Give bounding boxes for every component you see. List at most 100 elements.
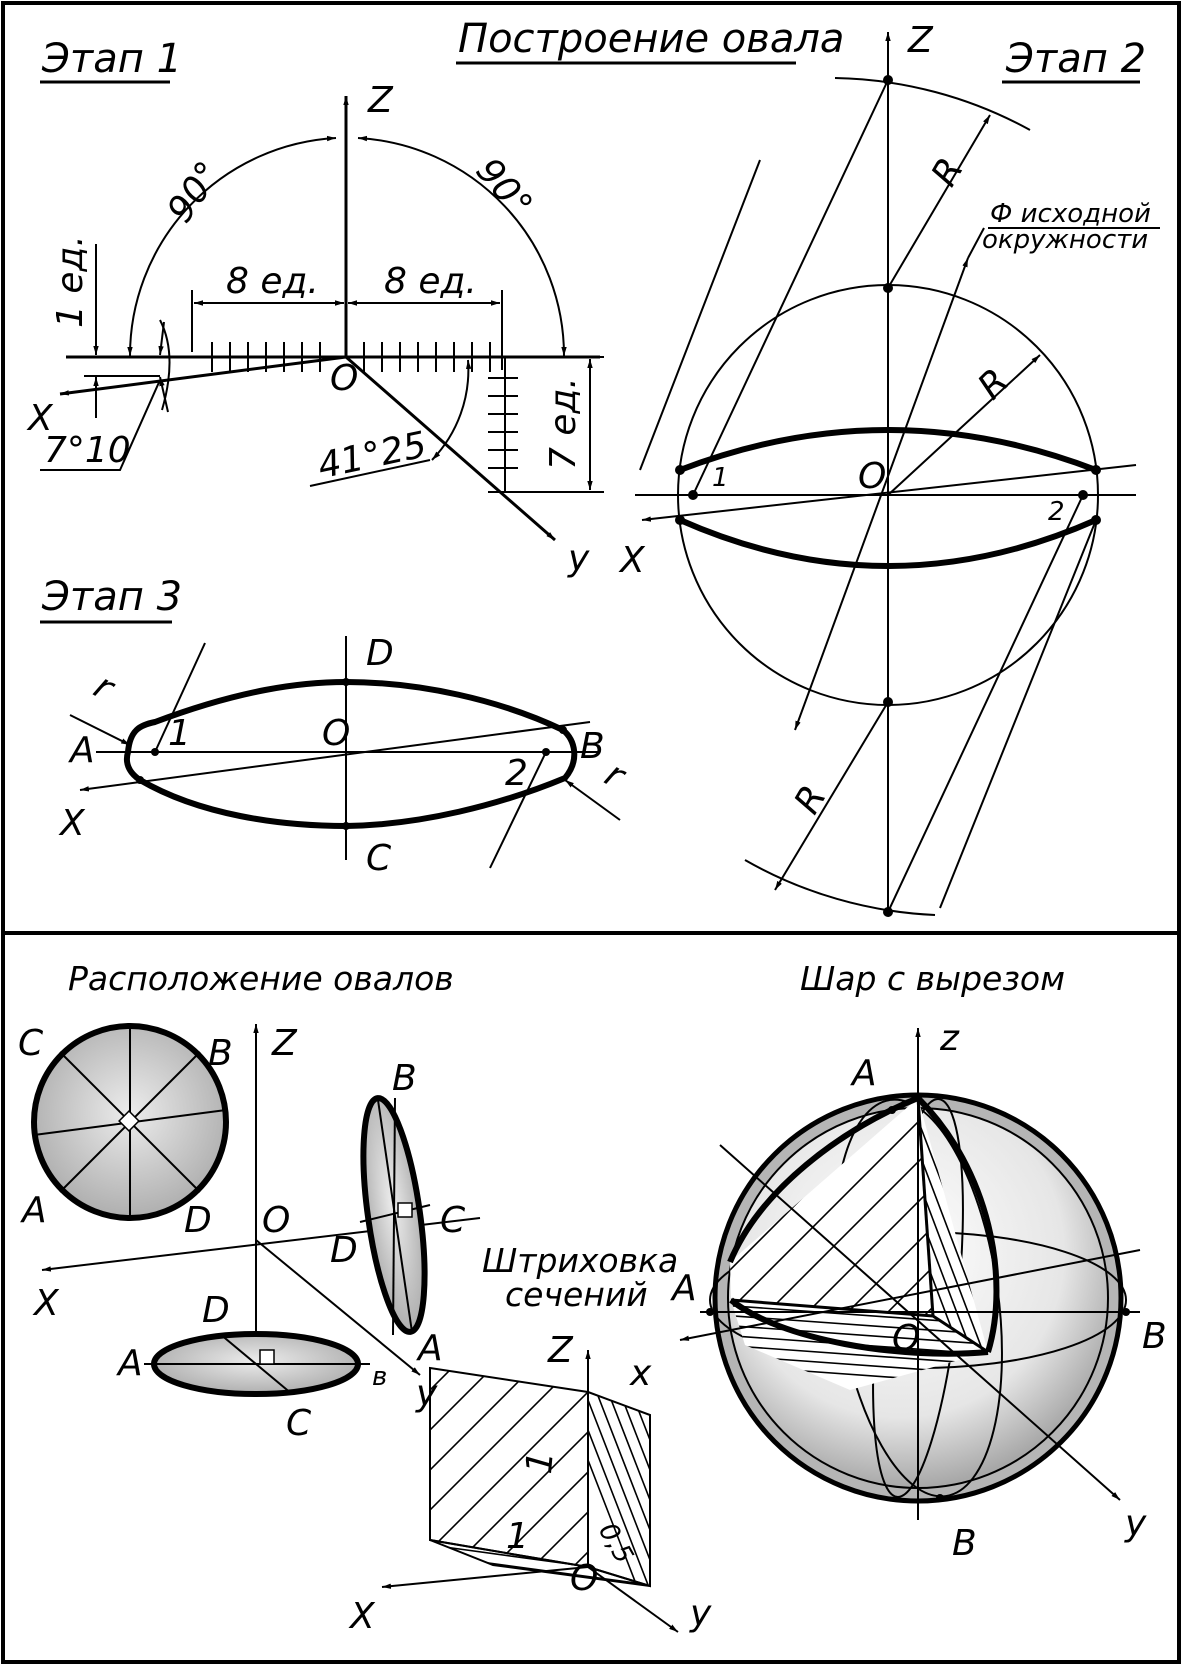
layout-front-right-angle-mark: [118, 1110, 140, 1132]
sphere-z-label: z: [939, 1018, 960, 1059]
stage-3-r-left-label: r: [87, 666, 122, 710]
layout-z-label: Z: [271, 1023, 298, 1064]
stage-2-note-leader: [967, 227, 985, 259]
layout-front-a: A: [20, 1190, 47, 1231]
stage-2-r-mid: R: [970, 361, 1017, 408]
sphere-y-axis: [719, 1144, 1121, 1501]
stage-1-small-angle-label: 7°10: [44, 430, 131, 471]
stage-2-title: Этап 2: [1005, 36, 1146, 82]
stage-1-large-angle-label: 41°25: [314, 424, 430, 487]
stage-3-x-axis: [79, 721, 591, 792]
layout-front-d: D: [184, 1200, 212, 1241]
hatching-x-axis: [381, 1566, 589, 1589]
stage-1-large-angle-arc: [431, 359, 472, 461]
stage-2-point-2-label: 2: [1048, 497, 1065, 527]
layout-floor-a: A: [116, 1343, 143, 1384]
hatching-dim-05: 0,5: [592, 1518, 639, 1569]
sphere-cut-seam-2: [916, 1097, 935, 1317]
layout-floor-d: D: [202, 1290, 230, 1331]
layout-side-d: D: [330, 1230, 358, 1271]
hatching-x-label: X: [348, 1596, 376, 1637]
stage-3-d-label: D: [366, 633, 394, 674]
layout-side-c: C: [440, 1200, 466, 1241]
stage-3-r-arrow-right: [564, 779, 621, 821]
stage-3-point-b-top: [559, 726, 567, 734]
stage-2-z-label: Z: [907, 20, 934, 61]
stage-2-radius-mid: [887, 354, 1041, 496]
sphere-x-label: x: [629, 1353, 652, 1394]
layout-floor-b: в: [372, 1362, 387, 1392]
sphere-point-b-bottom: [936, 1494, 944, 1502]
stage-3-title: Этап 3: [41, 574, 182, 620]
stage-2-point-left-bottom: [675, 515, 685, 525]
layout-front-c: C: [18, 1023, 44, 1064]
layout-origin: O: [262, 1200, 290, 1241]
stage-2-arc-bottom: [744, 859, 936, 916]
stage-3-x-label: X: [58, 803, 86, 844]
stage-1-angle-arc-right: [357, 135, 567, 357]
stage-1-x-label: X: [26, 398, 54, 439]
stage-1-x-axis: [59, 355, 347, 396]
stage-1-dim-right-label: 8 ед.: [384, 261, 477, 302]
layout-floor-right-angle-mark: [259, 1349, 275, 1365]
stage-2-note-line-2: окружности: [982, 225, 1148, 255]
sphere-cut-edge-right: [915, 1095, 1000, 1353]
sphere-point-a-top: [888, 1106, 896, 1114]
hatching-z-label: Z: [547, 1330, 574, 1371]
stage-3-a-label: A: [68, 730, 95, 771]
layout-floor-c: C: [286, 1403, 312, 1444]
hatching-dim-1-horiz: 1: [506, 1516, 529, 1557]
hatching-dim-1-vert: 1: [519, 1449, 562, 1475]
layout-side-a: A: [416, 1328, 443, 1369]
stage-2-construct-2: [887, 494, 1084, 913]
stage-2: Этап 2 Z X O 1 2 R R: [618, 20, 1160, 917]
stage-3-oval: [123, 678, 578, 830]
hatching-bottom-face: [429, 1539, 651, 1587]
layout-side-oval-lines: [359, 1097, 431, 1336]
stage-1-large-angle-leader: [309, 459, 431, 487]
layout-x-label: X: [32, 1283, 60, 1324]
stage-2-x-label: X: [618, 540, 646, 581]
sphere-a-top: A: [850, 1053, 877, 1094]
stage-1-unit-label: 1 ед.: [50, 235, 91, 328]
sphere-b-right: B: [1142, 1316, 1167, 1357]
stage-3-point-d: [342, 678, 350, 686]
sphere-y-label: y: [1124, 1503, 1147, 1544]
hatching-origin: O: [570, 1558, 598, 1599]
stage-3-line-2: [489, 751, 547, 869]
cut-sphere: Шар с вырезом: [629, 959, 1167, 1564]
layout-floor-oval-lines: [144, 1333, 370, 1395]
layout-side-b: B: [392, 1058, 417, 1099]
stage-2-point-right-top: [1091, 465, 1101, 475]
sphere-point-a-left: [706, 1308, 714, 1316]
main-title: Построение овала: [458, 16, 844, 62]
sphere-cut-left-face: [730, 1098, 933, 1316]
layout-y-label: y: [415, 1373, 438, 1414]
stage-2-construct-3: [939, 519, 1097, 909]
layout-front-b: B: [208, 1033, 233, 1074]
stage-2-radius-bottom: [774, 701, 889, 891]
sphere-cut-seam-3: [932, 1314, 989, 1354]
stage-3-c-label: C: [366, 838, 392, 879]
stage-1-small-angle-arrow-1: [158, 321, 165, 356]
stage-2-point-left-top: [675, 465, 685, 475]
stage-1-small-angle-leader: [40, 379, 161, 471]
oval-layout: Расположение овалов Z X y O C B A D B C: [18, 959, 481, 1444]
stage-1-y-label: y: [567, 538, 590, 579]
stage-2-r-bottom: R: [787, 779, 835, 821]
stage-1-origin: O: [330, 358, 358, 399]
stage-3-p1-label: 1: [168, 713, 191, 754]
stage-2-construct-4: [639, 159, 761, 471]
sphere-b-bottom: B: [952, 1523, 977, 1564]
hatching-title-1: Штриховка: [482, 1241, 678, 1280]
stage-1-small-angle-arrow-2: [159, 376, 169, 413]
stage-3-b-label: B: [580, 726, 605, 767]
sphere-title: Шар с вырезом: [800, 959, 1065, 998]
stage-2-point-1-label: 1: [712, 463, 729, 493]
hatching-side-hatch: [588, 1392, 650, 1586]
stage-3-p2-label: 2: [505, 753, 528, 794]
stage-1-vert-dim-label: 7 ед.: [543, 377, 584, 470]
stage-3-point-c: [342, 822, 350, 830]
sphere-a-left: A: [670, 1268, 697, 1309]
